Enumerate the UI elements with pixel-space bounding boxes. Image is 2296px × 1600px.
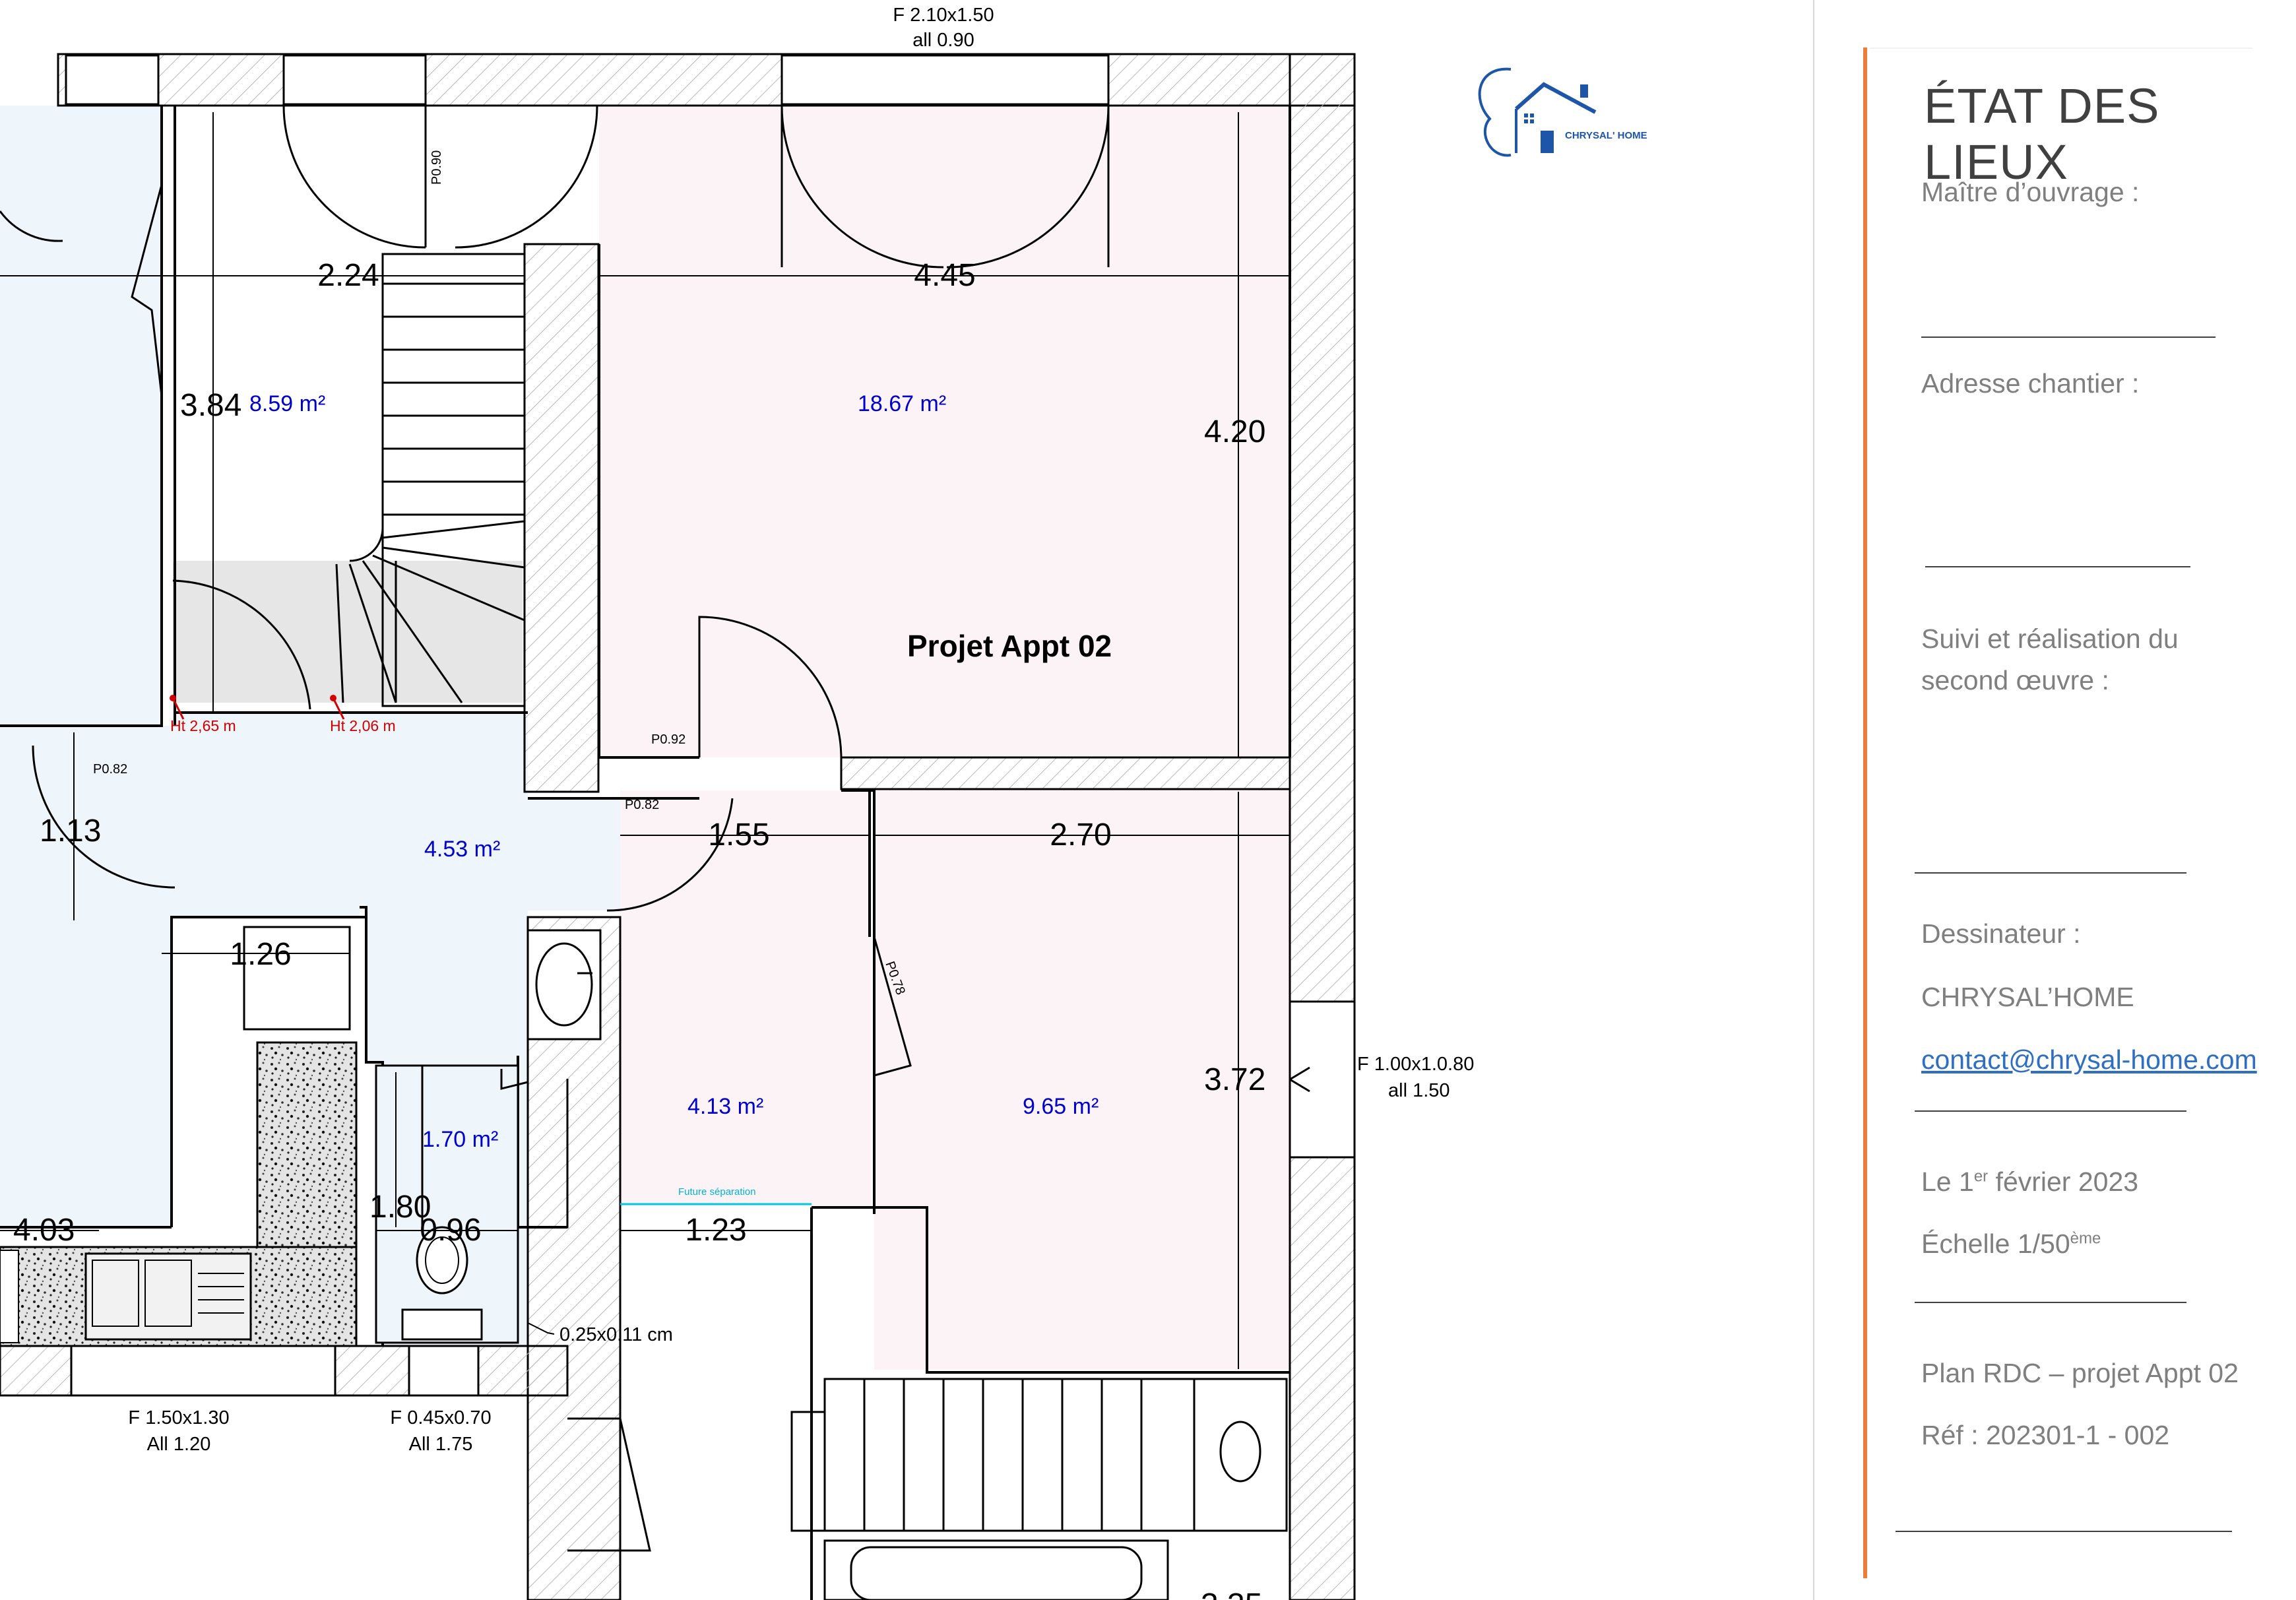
dimension-4-20: 4.20 <box>1204 414 1265 449</box>
wc-cistern <box>401 1308 483 1341</box>
staircase-lower <box>790 1378 1288 1600</box>
top-rule <box>1870 48 2252 49</box>
door-swing-p082 <box>606 798 734 912</box>
staircase <box>335 253 526 707</box>
door-swing-double <box>781 105 1110 269</box>
svg-text:3.35: 3.35 <box>1201 1587 1262 1600</box>
dimension-2-24: 2.24 <box>317 258 379 293</box>
suivi-label-1: Suivi et réalisation du <box>1921 624 2179 654</box>
area-4-13: 4.13 m² <box>687 1094 763 1119</box>
kitchen-sink <box>84 1252 252 1341</box>
window-top-sill: all 0.90 <box>912 30 974 51</box>
plan-name: Plan RDC – projet Appt 02 <box>1921 1358 2239 1388</box>
dimension-1-26: 1.26 <box>230 937 291 972</box>
area-4-53: 4.53 m² <box>424 837 500 862</box>
height-label-265: Ht 2,65 m <box>170 717 236 734</box>
suivi-label-2: second œuvre : <box>1921 665 2109 695</box>
door-label-p082-entrance: P0.82 <box>625 798 659 812</box>
washbasin <box>526 929 602 1040</box>
adresse-line <box>1925 566 2190 567</box>
chrysal-home-logo: CHRYSAL' HOME <box>1478 67 1647 157</box>
dimension-3-72: 3.72 <box>1204 1062 1265 1097</box>
window-bottom-left <box>70 1345 336 1397</box>
scale-line <box>1915 1302 2186 1303</box>
document-title: ÉTAT DES LIEUX <box>1924 79 2160 189</box>
reference-line <box>1896 1531 2232 1532</box>
fridge <box>243 926 351 1031</box>
vent-label: 0.25x0.11 cm <box>559 1324 673 1345</box>
maitre-ouvrage-label: Maître d’ouvrage : <box>1921 177 2140 207</box>
future-separation-label: Future séparation <box>678 1186 756 1198</box>
accent-bar <box>1863 48 1867 1578</box>
room-bedroom-pink <box>874 790 1290 1370</box>
dimension-3-84: 3.84 <box>180 388 241 423</box>
dimension-bottom-partial: 3.35 <box>1201 1587 1262 1600</box>
dimension-1-13: 1.13 <box>40 814 101 848</box>
room-corridor-pink <box>620 790 871 1206</box>
window-bottom-mid <box>408 1345 480 1397</box>
area-1-70: 1.70 m² <box>422 1127 498 1152</box>
door-label-p090: P0.90 <box>430 150 444 185</box>
window-bottom-mid-label: F 0.45x0.70 <box>390 1407 491 1428</box>
window-top-label: F 2.10x1.50 <box>893 5 994 26</box>
dimension-4-45: 4.45 <box>914 258 975 293</box>
scale-text: Échelle 1/50ème <box>1921 1229 2101 1259</box>
window-bottom-left-label: F 1.50x1.30 <box>128 1407 229 1428</box>
email-line <box>1915 1110 2186 1112</box>
adresse-label: Adresse chantier : <box>1921 368 2140 399</box>
window-bottom-mid-sill: All 1.75 <box>409 1434 473 1455</box>
dimension-1-55: 1.55 <box>708 817 769 852</box>
date-text: Le 1er février 2023 <box>1921 1167 2139 1197</box>
company-name: CHRYSAL’HOME <box>1921 982 2134 1012</box>
wc-bowl <box>416 1226 468 1295</box>
maitre-ouvrage-line <box>1921 336 2216 338</box>
window-bottom-left-sill: All 1.20 <box>147 1434 211 1455</box>
email-text[interactable]: contact@chrysal-home.com <box>1921 1044 2257 1075</box>
area-9-65: 9.65 m² <box>1023 1094 1099 1119</box>
area-18-67: 18.67 m² <box>858 391 946 416</box>
dimension-1-23: 1.23 <box>685 1213 746 1248</box>
window-right-label: F 1.00x1.0.80 <box>1357 1054 1474 1075</box>
dimension-2-70: 2.70 <box>1050 817 1111 852</box>
door-swing-p090 <box>282 105 426 249</box>
floor-plan: F 2.10x1.50 all 0.90 2.24 4.45 3.84 4.20… <box>0 5 1647 1600</box>
reference: Réf : 202301-1 - 002 <box>1921 1420 2170 1450</box>
room-main-pink <box>599 106 1291 757</box>
door-label-p082: P0.82 <box>93 762 127 777</box>
dimension-4-03: 4.03 <box>13 1213 75 1248</box>
window-top-2 <box>282 54 427 106</box>
door-swing-p092 <box>698 616 843 759</box>
title-block <box>1813 0 2296 1600</box>
email-link[interactable]: contact@chrysal-home.com <box>1921 1044 2257 1075</box>
window-top-3 <box>781 54 1110 106</box>
door-label-p092: P0.92 <box>651 732 686 747</box>
window-top-1 <box>65 54 160 106</box>
stair-landing-grey <box>173 561 523 703</box>
window-right-sill: all 1.50 <box>1388 1080 1450 1101</box>
area-8-59: 8.59 m² <box>249 391 325 416</box>
dessinateur-label: Dessinateur : <box>1921 918 2081 949</box>
window-right <box>1289 1000 1356 1159</box>
height-label-206: Ht 2,06 m <box>330 717 396 734</box>
project-label: Projet Appt 02 <box>907 629 1112 663</box>
room-living-left <box>0 106 162 726</box>
suivi-line <box>1915 872 2186 874</box>
dimension-0-96: 0.96 <box>420 1213 481 1248</box>
svg-text:CHRYSAL' HOME: CHRYSAL' HOME <box>1565 130 1647 141</box>
dimension-1-80: 1.80 <box>369 1190 431 1225</box>
